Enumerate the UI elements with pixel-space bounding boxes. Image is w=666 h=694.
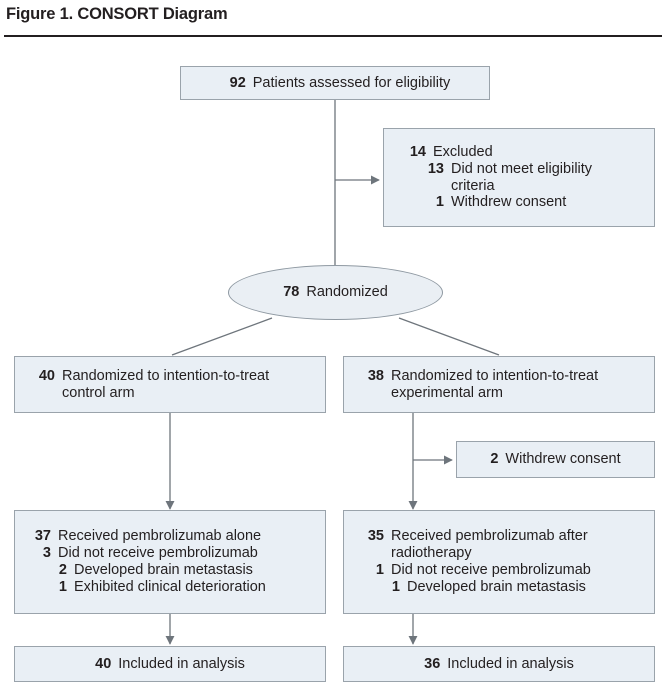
line-randomized-to-experimental — [398, 317, 500, 356]
control-treatment-count: 37 — [34, 528, 51, 545]
randomized-row: 78 Randomized — [283, 284, 388, 301]
experimental-treatment-label: Developed brain metastasis — [407, 578, 586, 595]
randomized-label: Randomized — [306, 284, 388, 301]
experimental-treatment-line: 1 Did not receive pembrolizumab — [358, 562, 648, 579]
enrollment-row: 92 Patients assessed for eligibility — [220, 74, 451, 92]
enrollment-count: 92 — [229, 74, 246, 91]
experimental-analysis-row: 36 Included in analysis — [424, 656, 574, 673]
excluded-count: 14 — [409, 143, 426, 160]
experimental-arm-label: Randomized to intention-to-treat — [391, 367, 599, 384]
experimental-treatment-line: 35 Received pembrolizumab after — [358, 528, 648, 545]
node-excluded: 14 Excluded 13 Did not meet eligibility … — [383, 128, 655, 227]
control-treatment-line: 1 Exhibited clinical deterioration — [25, 579, 319, 596]
title-divider — [4, 35, 662, 37]
figure-title: Figure 1. CONSORT Diagram — [6, 5, 228, 23]
control-treatment-count: 3 — [42, 545, 51, 562]
node-control-analysis: 40 Included in analysis — [14, 646, 326, 682]
node-experimental-arm: 38 Randomized to intention-to-treat expe… — [343, 356, 655, 413]
node-control-arm: 40 Randomized to intention-to-treat cont… — [14, 356, 326, 413]
node-experimental-treatment: 35 Received pembrolizumab after radiothe… — [343, 510, 655, 614]
excluded-label: Excluded — [433, 143, 493, 160]
control-analysis-label: Included in analysis — [118, 655, 245, 672]
control-treatment-label: Did not receive pembrolizumab — [58, 545, 258, 562]
excluded-reason-label: Withdrew consent — [451, 194, 567, 211]
experimental-treatment-continuation-text: radiotherapy — [391, 545, 472, 562]
node-experimental-analysis: 36 Included in analysis — [343, 646, 655, 682]
experimental-analysis-count: 36 — [424, 655, 441, 672]
experimental-treatment-label: Received pembrolizumab after — [391, 528, 588, 545]
experimental-arm-count: 38 — [367, 367, 384, 384]
node-randomized: 78 Randomized — [228, 265, 443, 320]
randomized-count: 78 — [283, 284, 300, 301]
experimental-withdrew-row: 2 Withdrew consent — [490, 451, 620, 468]
control-treatment-label: Exhibited clinical deterioration — [74, 578, 266, 595]
experimental-withdrew-label: Withdrew consent — [505, 451, 621, 468]
excluded-reason: 13 Did not meet eligibility — [400, 161, 644, 178]
excluded-reason: 1 Withdrew consent — [400, 194, 644, 211]
node-control-treatment: 37 Received pembrolizumab alone 3 Did no… — [14, 510, 326, 614]
experimental-treatment-continuation: radiotherapy — [358, 545, 648, 562]
control-treatment-count: 1 — [58, 578, 67, 595]
experimental-arm-row: 38 Randomized to intention-to-treat — [358, 368, 646, 385]
control-arm-row: 40 Randomized to intention-to-treat — [29, 368, 317, 385]
control-treatment-label: Developed brain metastasis — [74, 562, 253, 578]
control-arm-continuation: control arm — [29, 385, 317, 402]
experimental-arm-continuation-text: experimental arm — [391, 384, 504, 401]
control-arm-label: Randomized to intention-to-treat — [62, 367, 270, 384]
node-experimental-withdrew: 2 Withdrew consent — [456, 441, 655, 478]
experimental-treatment-count: 1 — [375, 562, 384, 578]
experimental-treatment-count: 1 — [391, 578, 400, 595]
node-enrollment: 92 Patients assessed for eligibility — [180, 66, 490, 100]
control-treatment-count: 2 — [58, 562, 67, 578]
control-treatment-line: 37 Received pembrolizumab alone — [25, 528, 319, 545]
experimental-analysis-label: Included in analysis — [447, 655, 574, 672]
experimental-treatment-line: 1 Developed brain metastasis — [358, 579, 648, 596]
excluded-reason-count: 1 — [435, 194, 444, 211]
line-randomized-to-control — [171, 317, 273, 356]
control-arm-count: 40 — [38, 367, 55, 384]
experimental-arm-continuation: experimental arm — [358, 385, 646, 402]
control-analysis-count: 40 — [95, 655, 112, 672]
experimental-treatment-label: Did not receive pembrolizumab — [391, 562, 591, 578]
control-treatment-line: 2 Developed brain metastasis — [25, 562, 319, 579]
control-arm-continuation-text: control arm — [62, 384, 135, 401]
enrollment-label: Patients assessed for eligibility — [252, 74, 451, 91]
experimental-withdrew-count: 2 — [490, 451, 499, 468]
excluded-reason-label: Did not meet eligibility — [451, 160, 593, 177]
control-treatment-label: Received pembrolizumab alone — [58, 528, 262, 545]
excluded-row: 14 Excluded — [400, 144, 644, 161]
control-treatment-line: 3 Did not receive pembrolizumab — [25, 545, 319, 562]
excluded-reason-count: 13 — [427, 160, 444, 177]
control-analysis-row: 40 Included in analysis — [95, 656, 245, 673]
excluded-reason-continuation: criteria — [400, 178, 644, 195]
experimental-treatment-count: 35 — [367, 528, 384, 545]
excluded-reason-continuation-text: criteria — [451, 177, 495, 194]
